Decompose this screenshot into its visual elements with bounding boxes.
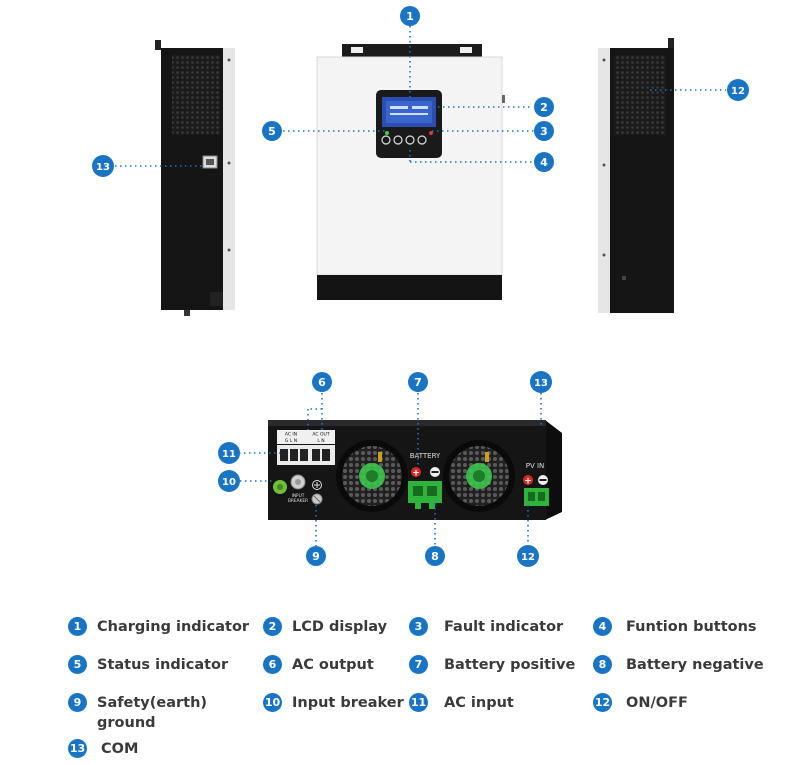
pv-in-label: PV IN	[526, 462, 545, 470]
callout-8: 8	[425, 546, 445, 566]
legend-label: Fault indicator	[444, 619, 564, 635]
legend-badge: 11	[409, 693, 428, 712]
side-vent	[172, 55, 220, 135]
svg-text:+: +	[524, 477, 532, 487]
ac-in-label: AC IN	[285, 432, 297, 438]
legend-item-12: 12 ON/OFF	[593, 693, 688, 713]
legend-badge: 13	[68, 739, 87, 758]
legend-label: LCD display	[292, 619, 388, 635]
legend-label: COM	[101, 741, 139, 757]
legend-item-10: 10 Input breaker	[263, 693, 404, 713]
legend-badge: 5	[68, 655, 87, 674]
left-side-view	[155, 40, 235, 316]
svg-text:3: 3	[540, 125, 548, 138]
callout-12-side: 12	[727, 79, 749, 101]
svg-text:1: 1	[406, 10, 414, 23]
callout-6: 6	[312, 372, 332, 392]
legend-label: Charging indicator	[97, 619, 250, 635]
bottom-panel-view: AC IN AC OUT G L N L N INPUT BREAKER BAT…	[268, 420, 562, 520]
callout-1: 1	[400, 6, 420, 26]
mounting-bracket	[342, 44, 482, 57]
legend-badge: 1	[68, 617, 87, 636]
side-vent	[614, 55, 666, 135]
function-button[interactable]	[393, 135, 403, 145]
svg-text:13: 13	[534, 378, 548, 389]
legend-item-8: 8 Battery negative	[593, 655, 764, 675]
callout-11: 11	[218, 442, 240, 464]
legend-item-2: 2 LCD display	[263, 617, 387, 637]
callout-2: 2	[534, 97, 554, 117]
charging-led	[385, 131, 389, 135]
legend-badge: 6	[263, 655, 282, 674]
svg-text:2: 2	[540, 101, 548, 114]
legend-label: Battery positive	[444, 657, 576, 673]
legend-item-9: 9 Safety(earth) ground	[68, 693, 228, 733]
callout-5: 5	[262, 121, 282, 141]
legend-label: ON/OFF	[626, 695, 688, 711]
legend-label: Safety(earth) ground	[97, 695, 208, 731]
ac-in-terminals: G L N	[285, 438, 297, 444]
legend-badge: 7	[409, 655, 428, 674]
function-button[interactable]	[381, 135, 391, 145]
pv-plus-icon	[523, 475, 533, 485]
pv-terminal-block[interactable]	[524, 488, 549, 506]
input-breaker-label: INPUT	[292, 493, 305, 499]
legend-badge: 2	[263, 617, 282, 636]
legend-item-4: 4 Funtion buttons	[593, 617, 757, 637]
legend-badge: 9	[68, 693, 87, 712]
callout-13-side: 13	[92, 155, 114, 177]
legend-item-7: 7 Battery positive	[409, 655, 575, 675]
legend-label: AC output	[292, 657, 374, 673]
leader-lines	[115, 26, 726, 546]
legend-item-13: 13 COM	[68, 739, 138, 759]
callout-4: 4	[534, 152, 554, 172]
legend-label: Input breaker	[292, 695, 404, 711]
legend-item-3: 3 Fault indicator	[409, 617, 563, 637]
battery-plus-icon	[411, 467, 421, 477]
svg-text:5: 5	[268, 125, 276, 138]
svg-text:12: 12	[521, 552, 535, 563]
legend: 1 Charging indicator 2 LCD display 3 Fau…	[0, 600, 800, 765]
fault-led	[429, 131, 433, 135]
legend-label: Funtion buttons	[626, 619, 757, 635]
function-button[interactable]	[417, 135, 427, 145]
legend-item-6: 6 AC output	[263, 655, 374, 675]
legend-item-11: 11 AC input	[409, 693, 514, 713]
function-button[interactable]	[405, 135, 415, 145]
svg-text:12: 12	[731, 86, 745, 97]
legend-label: Status indicator	[97, 657, 229, 673]
callout-13-panel: 13	[530, 371, 552, 393]
legend-badge: 4	[593, 617, 612, 636]
svg-text:11: 11	[222, 449, 236, 460]
legend-item-1: 1 Charging indicator	[68, 617, 249, 637]
legend-badge: 8	[593, 655, 612, 674]
right-side-view	[598, 38, 674, 313]
callout-9: 9	[306, 546, 326, 566]
callout-12-panel: 12	[517, 545, 539, 567]
svg-text:+: +	[412, 469, 420, 479]
front-view	[316, 44, 505, 300]
legend-badge: 3	[409, 617, 428, 636]
svg-text:4: 4	[540, 156, 548, 169]
svg-text:6: 6	[318, 376, 326, 389]
svg-text:13: 13	[96, 162, 110, 173]
callout-7: 7	[408, 372, 428, 392]
legend-label: Battery negative	[626, 657, 764, 673]
svg-text:9: 9	[312, 550, 320, 563]
inverter-diagram: AC IN AC OUT G L N L N INPUT BREAKER BAT…	[92, 6, 749, 567]
svg-text:7: 7	[414, 376, 422, 389]
input-breaker-label-2: BREAKER	[288, 498, 308, 504]
svg-text:10: 10	[222, 477, 236, 488]
legend-badge: 10	[263, 693, 282, 712]
ac-terminal-label-strip	[277, 430, 335, 444]
ac-out-terminals: L N	[317, 438, 324, 444]
battery-label: BATTERY	[410, 452, 441, 460]
callout-3: 3	[534, 121, 554, 141]
ac-out-label: AC OUT	[312, 432, 329, 438]
callout-10: 10	[218, 470, 240, 492]
legend-label: AC input	[444, 695, 514, 711]
legend-item-5: 5 Status indicator	[68, 655, 228, 675]
svg-text:8: 8	[431, 550, 439, 563]
legend-badge: 12	[593, 693, 612, 712]
